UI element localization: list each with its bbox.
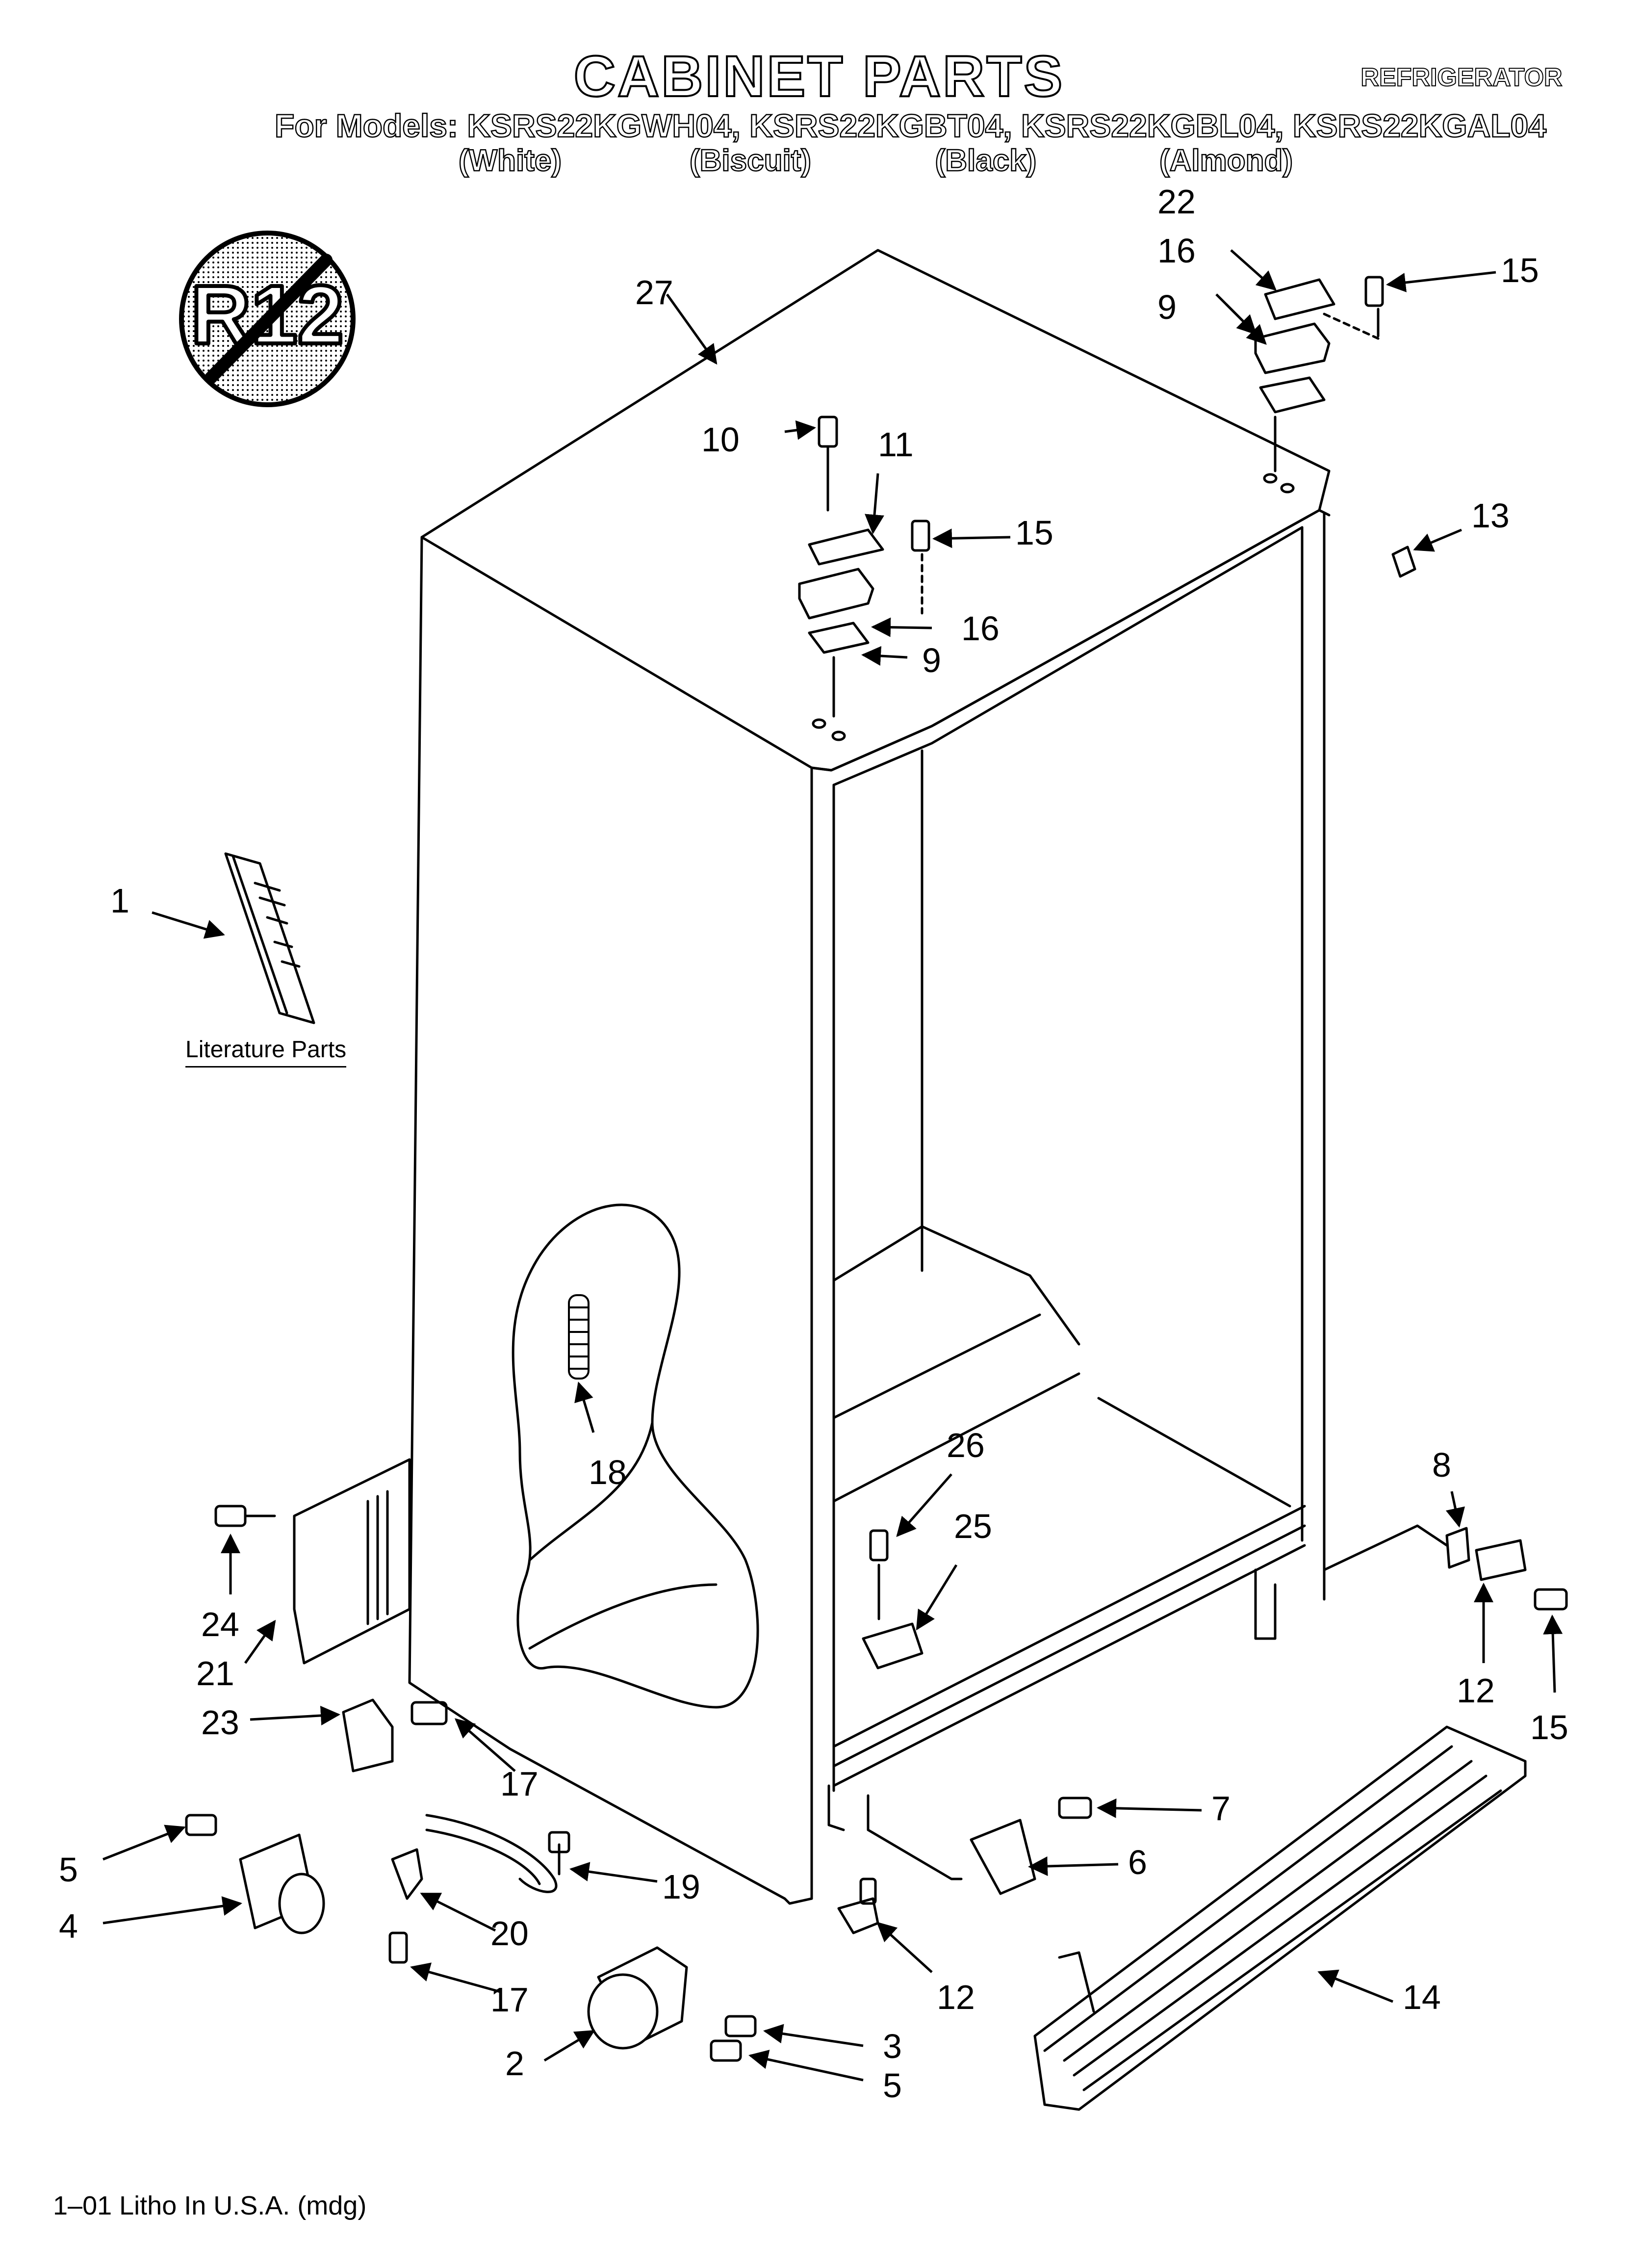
- color-almond: (Almond): [1159, 143, 1294, 179]
- callout-17a: 17: [500, 1765, 539, 1803]
- rear-roller: [587, 1946, 757, 2062]
- model-list: For Models: KSRS22KGWH04, KSRS22KGBT04, …: [274, 107, 1547, 145]
- color-black: (Black): [934, 143, 1037, 179]
- right-bracket: [1323, 1524, 1568, 1611]
- callout-12b: 12: [1457, 1671, 1495, 1710]
- water-tube: [388, 1814, 570, 1964]
- front-roller: [185, 1814, 325, 1934]
- callout-17b: 17: [490, 1981, 529, 2019]
- callout-5a: 5: [59, 1851, 78, 1889]
- hinge-plug: [1391, 546, 1416, 578]
- callout-4: 4: [59, 1907, 78, 1945]
- r12-badge-text: R12: [191, 268, 344, 362]
- callout-26: 26: [947, 1426, 985, 1464]
- color-biscuit: (Biscuit): [689, 143, 812, 179]
- callout-15b: 15: [1015, 514, 1053, 552]
- callout-9a: 9: [1157, 288, 1177, 326]
- callout-21: 21: [196, 1654, 234, 1693]
- insulation-cutaway: [512, 1203, 759, 1709]
- callout-12a: 12: [937, 1978, 975, 2016]
- tube-clip: [342, 1698, 448, 1773]
- callout-9b: 9: [922, 641, 941, 679]
- callout-23: 23: [201, 1703, 239, 1742]
- callout-20: 20: [490, 1914, 529, 1953]
- top-hinge-right: [1254, 276, 1384, 494]
- no-r12-refrigerant-icon: R12: [179, 231, 356, 407]
- callout-3: 3: [883, 2027, 902, 2065]
- callout-11: 11: [878, 425, 914, 464]
- cabinet-shell: [408, 249, 1331, 1905]
- print-footer: 1–01 Litho In U.S.A. (mdg): [53, 2191, 367, 2220]
- callout-8: 8: [1432, 1446, 1451, 1484]
- callout-6: 6: [1128, 1843, 1147, 1881]
- callout-15a: 15: [1501, 251, 1539, 289]
- drain-tube: [568, 1294, 590, 1380]
- callout-5b: 5: [883, 2066, 902, 2105]
- callout-18: 18: [589, 1453, 627, 1491]
- callout-24: 24: [201, 1605, 239, 1643]
- top-hinge-center: [798, 416, 930, 741]
- callout-1: 1: [110, 882, 129, 920]
- callout-16a: 16: [1157, 232, 1196, 270]
- callout-16b: 16: [961, 609, 1000, 648]
- callout-2: 2: [505, 2044, 524, 2083]
- callout-13: 13: [1471, 496, 1510, 535]
- side-bracket: [214, 1458, 411, 1665]
- callout-15c: 15: [1530, 1708, 1568, 1747]
- page-title: CABINET PARTS: [573, 43, 1065, 110]
- color-white: (White): [458, 143, 563, 179]
- callout-14: 14: [1403, 1978, 1441, 2016]
- callout-22: 22: [1157, 182, 1196, 221]
- literature-parts-label: Literature Parts: [185, 1036, 347, 1068]
- callout-7: 7: [1211, 1789, 1231, 1827]
- callout-19: 19: [662, 1868, 700, 1906]
- callout-25: 25: [954, 1507, 992, 1545]
- category-label: REFRIGERATOR: [1360, 63, 1563, 92]
- grille-bracket: [970, 1797, 1092, 1895]
- callout-10: 10: [701, 420, 740, 459]
- literature-book-icon: [224, 852, 315, 1024]
- base-grille: [1033, 1725, 1527, 2111]
- small-bracket: [862, 1529, 924, 1669]
- callout-27: 27: [635, 273, 673, 312]
